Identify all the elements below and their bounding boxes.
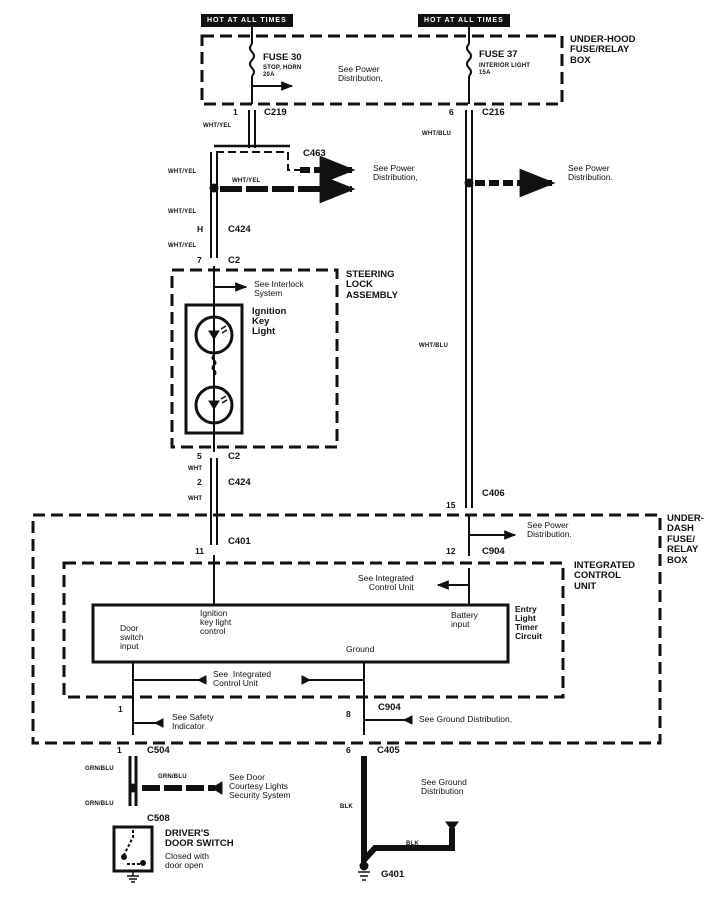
entry-light-timer-box — [91, 603, 510, 664]
c424-pin: 2 — [197, 477, 202, 487]
wire-color-label: WHT/BLU — [419, 343, 449, 349]
door-courtesy-ref: See Door Courtesy Lights Security System — [229, 772, 291, 800]
c424-label: C424 — [228, 477, 251, 488]
c463-label: C463 — [303, 148, 326, 159]
c216-label: C216 — [482, 107, 505, 118]
wire-color-label: WHT — [188, 466, 203, 472]
c219-label: C219 — [264, 107, 287, 118]
icu-ref: See Integrated Control Unit — [213, 669, 272, 688]
fuse-37-circuit: INTERIOR LIGHT — [479, 63, 531, 69]
wire-color-label: WHT/YEL — [232, 178, 261, 184]
ground-dist-ref: See Ground Distribution — [421, 777, 467, 796]
icu-box-label: INTEGRATED CONTROL UNIT — [574, 560, 636, 592]
door-switch-input-label: Door switch input — [120, 623, 144, 651]
wire-color-label: GRN/BLU — [158, 774, 187, 780]
power-dist-ref: See Power Distribution. — [527, 520, 572, 539]
ground-dist-ref: See Ground Distribution, — [419, 714, 513, 724]
underdash-box-label: UNDER- DASH FUSE/ RELAY BOX — [667, 513, 704, 566]
c2-label: C2 — [228, 451, 241, 462]
wire-grn-blu — [128, 756, 138, 806]
power-dist-ref: See Power Distribution. — [568, 163, 613, 182]
fuse-30-symbol — [249, 43, 255, 77]
g401-label: G401 — [381, 869, 405, 880]
fuse-37-label: FUSE 37 — [479, 49, 518, 60]
c424-pin: H — [197, 224, 204, 234]
icu-box-border — [62, 561, 565, 699]
c2-pin: 5 — [197, 451, 202, 461]
c406-pin: 15 — [446, 500, 456, 510]
fuse-37-rating: 15A — [479, 70, 491, 76]
driver-door-switch-note: Closed with door open — [165, 851, 209, 870]
wire-color-label: GRN/BLU — [85, 766, 114, 772]
wire-wht-yel-top — [248, 110, 256, 148]
safety-indicator-ref: See Safety Indicator — [172, 712, 214, 731]
wire-blk — [361, 756, 455, 868]
c2-label: C2 — [228, 255, 241, 266]
c904-pin: 8 — [346, 709, 351, 719]
wire-color-label: WHT/YEL — [168, 209, 197, 215]
wire-color-label: BLK — [340, 804, 353, 810]
underhood-box-border — [200, 34, 564, 106]
c405-pin: 6 — [346, 745, 351, 755]
fuse-30-circuit: STOP, HORN — [263, 65, 302, 71]
c219-pin: 1 — [233, 107, 238, 117]
wire-color-label: WHT/BLU — [422, 131, 452, 137]
wire-color-label: WHT/YEL — [203, 123, 232, 129]
c406-label: C406 — [482, 488, 505, 499]
c401-pin: 11 — [195, 546, 204, 556]
c504-pin: 1 — [117, 745, 122, 755]
hot-at-all-times-badge: HOT AT ALL TIMES — [418, 14, 510, 27]
c904-pin: 1 — [118, 704, 123, 714]
ignition-control-label: Ignition key light control — [200, 608, 232, 636]
ignition-key-light-label: Ignition Key Light — [252, 306, 287, 337]
interlock-ref: See Interlock System — [254, 279, 304, 298]
c904-label: C904 — [482, 546, 505, 557]
wire-color-label: WHT/YEL — [168, 243, 197, 249]
c401-label: C401 — [228, 536, 251, 547]
c424-label: C424 — [228, 224, 251, 235]
c508-label: C508 — [147, 813, 170, 824]
fuse-37-symbol — [466, 43, 472, 77]
wire-color-label: WHT — [188, 496, 203, 502]
steering-lock-box-border — [170, 268, 339, 449]
c904-label: C904 — [378, 702, 401, 713]
c504-label: C504 — [147, 745, 170, 756]
ground-label: Ground — [346, 644, 375, 654]
hot-at-all-times-badge: HOT AT ALL TIMES — [201, 14, 293, 27]
fuse-30-label: FUSE 30 — [263, 52, 302, 63]
c2-pin: 7 — [197, 255, 202, 265]
c216-pin: 6 — [449, 107, 454, 117]
entry-light-timer-label: Entry Light Timer Circuit — [515, 604, 542, 641]
power-dist-ref: See Power Distribution, — [338, 64, 383, 83]
wire-wht-blu — [465, 110, 473, 508]
power-dist-ref: See Power Distribution, — [373, 163, 418, 182]
driver-door-switch-label: DRIVER'S DOOR SWITCH — [165, 828, 234, 850]
steering-lock-label: STEERING LOCK ASSEMBLY — [346, 269, 398, 301]
wire-wht — [210, 458, 218, 545]
wire-color-label: GRN/BLU — [85, 801, 114, 807]
underdash-box-border — [31, 513, 662, 745]
fuse-30-rating: 20A — [263, 72, 275, 78]
wire-color-label: BLK — [406, 841, 419, 847]
c904-pin: 12 — [446, 546, 456, 556]
icu-ref: See Integrated Control Unit — [358, 573, 414, 592]
battery-input-label: Battery input — [451, 610, 478, 629]
wire-color-label: WHT/YEL — [168, 169, 197, 175]
wire-wht-yel-left — [210, 152, 218, 258]
c405-label: C405 — [377, 745, 400, 756]
underhood-box-label: UNDER-HOOD FUSE/RELAY BOX — [570, 34, 636, 66]
